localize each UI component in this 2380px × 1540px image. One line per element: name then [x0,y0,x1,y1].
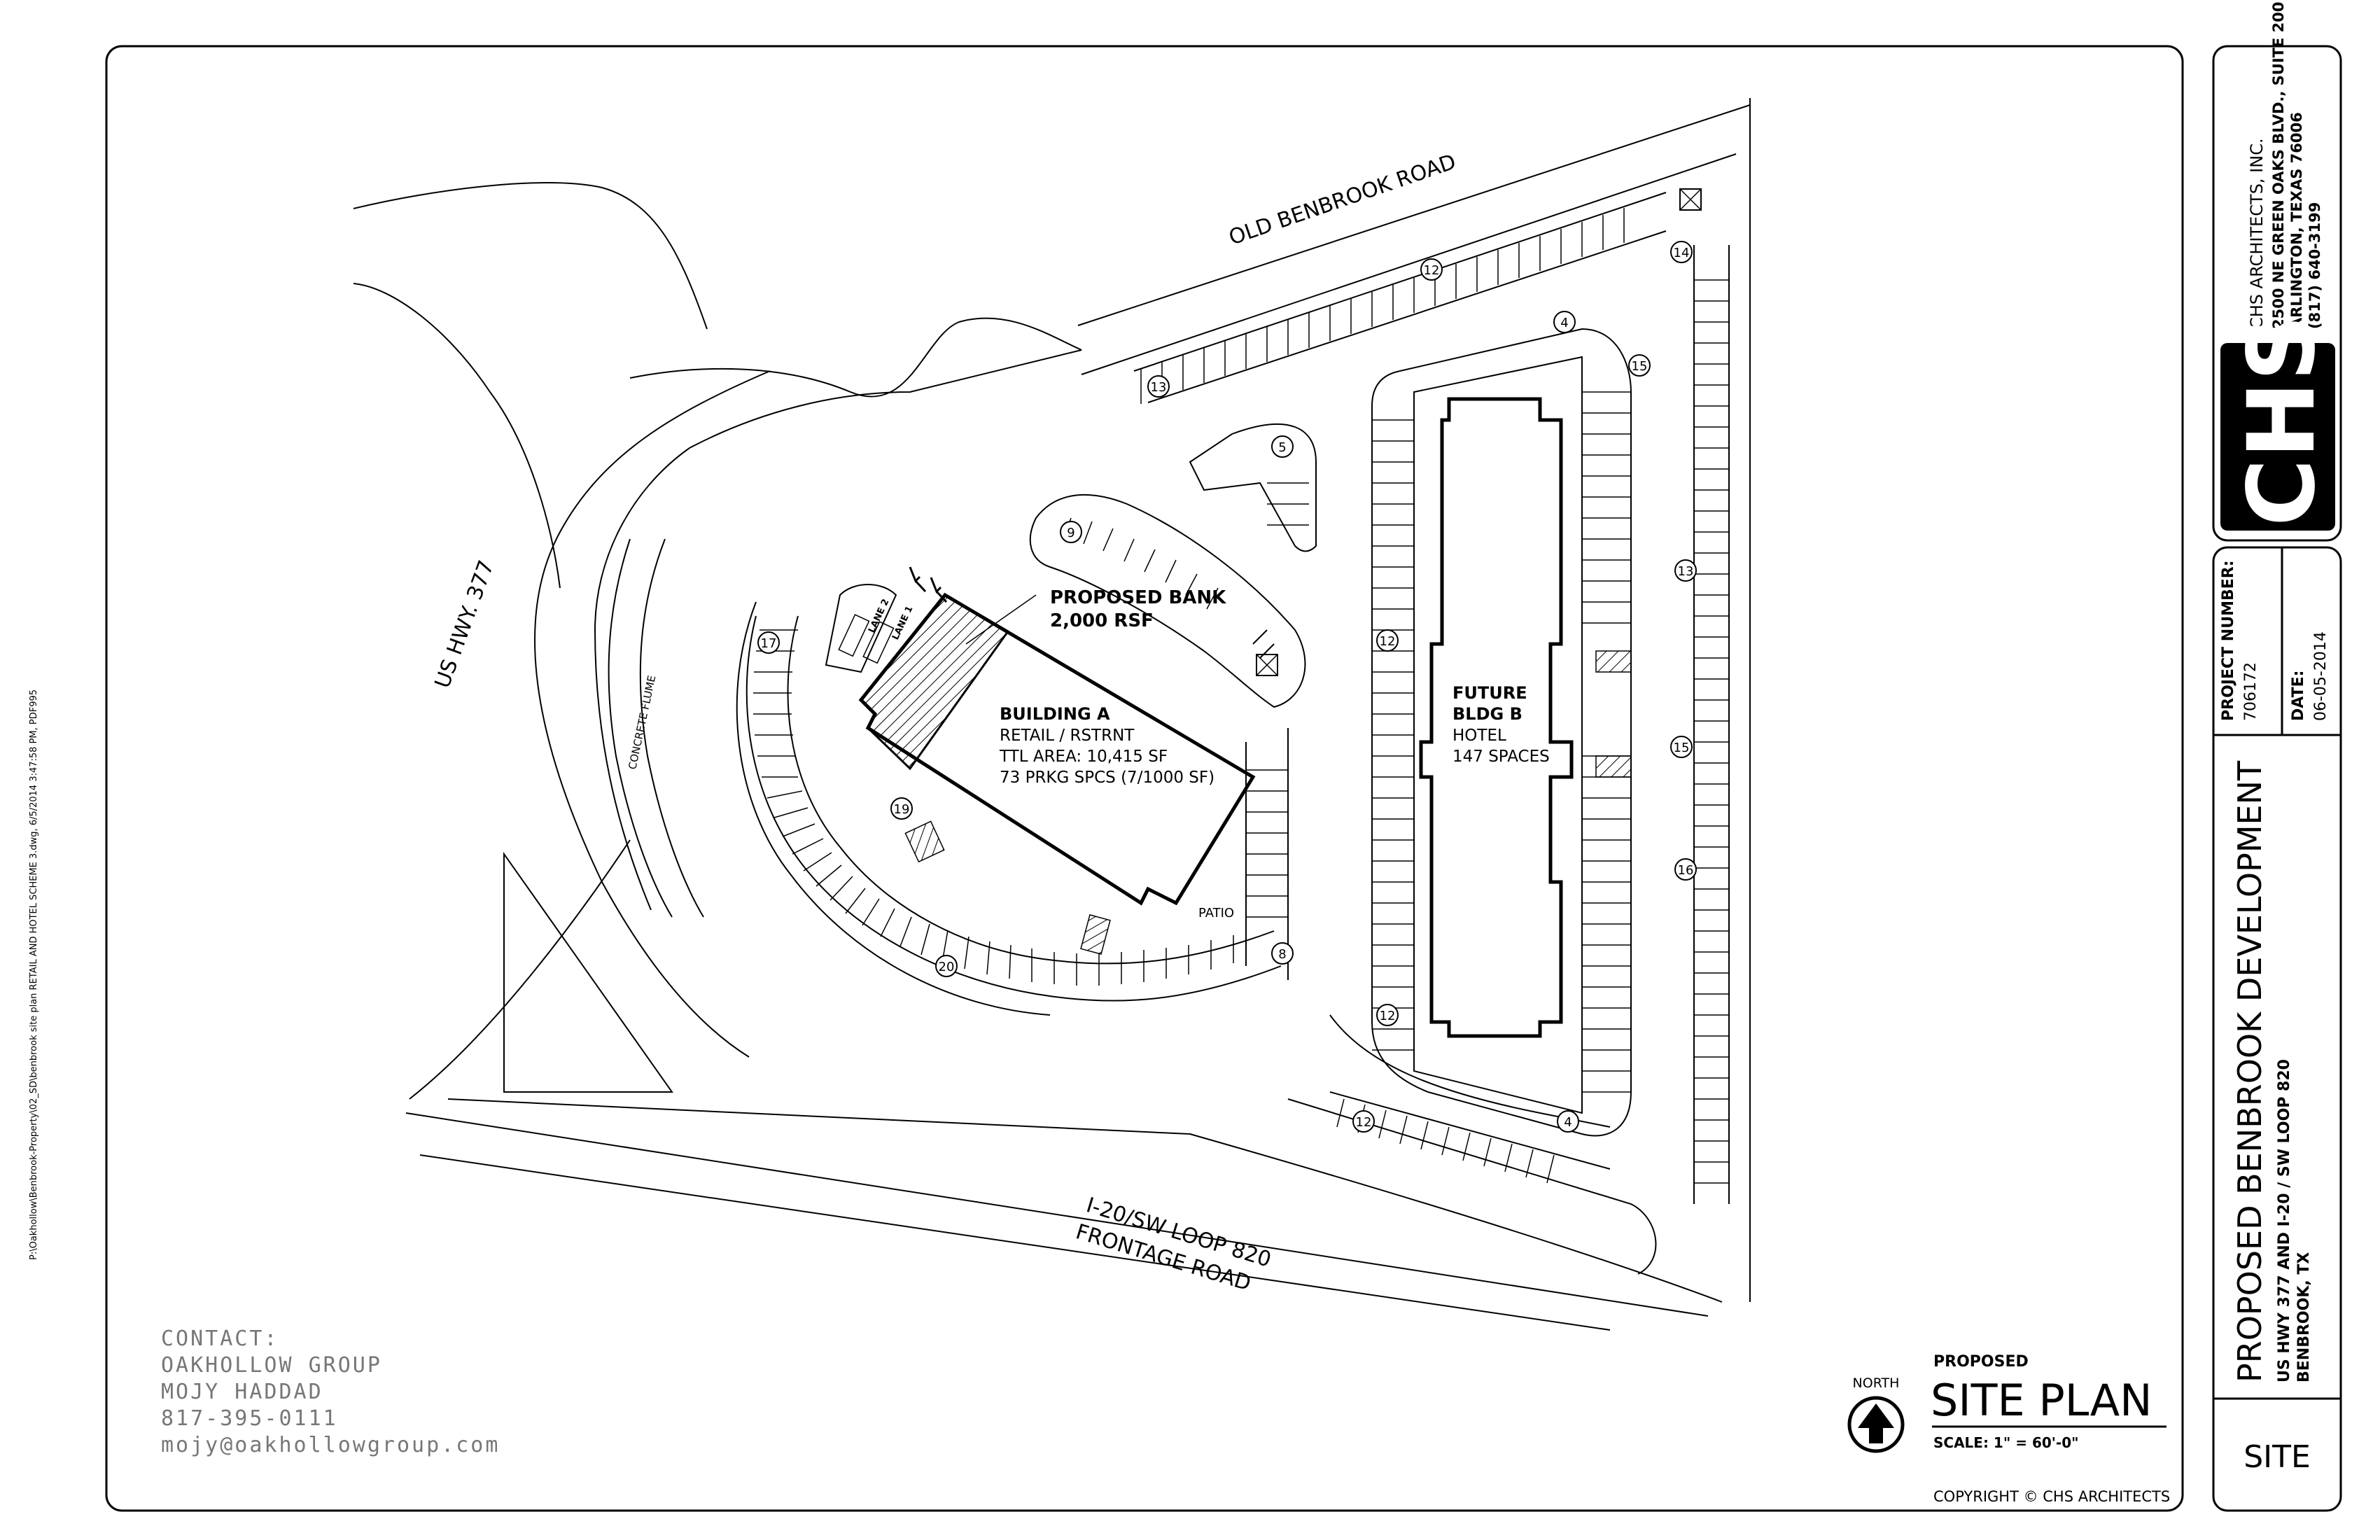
copyright-text: COPYRIGHT © CHS ARCHITECTS [1933,1488,2170,1505]
building-b-spaces: 147 SPACES [1452,748,1550,766]
bank-label: PROPOSED BANK [1050,587,1226,608]
stall-count: 12 [1356,1115,1372,1130]
firm-address-1: 2500 NE GREEN OAKS BLVD., SUITE 200 [2270,2,2287,329]
project-number-label: PROJECT NUMBER: [2220,561,2237,722]
old-benbrook-road-label: OLD BENBROOK ROAD [1226,150,1459,251]
contact-person: MOJY HADDAD [161,1380,323,1404]
firm-address-2: ARLINGTON, TEXAS 76006 [2288,112,2305,329]
building-b-line2: BLDG B [1452,704,1522,724]
concrete-flume-label: CONCRETE FLUME [626,674,658,771]
north-arrow: NORTH [1847,1376,1905,1453]
project-location-1: US HWY 377 AND I-20 / SW LOOP 820 [2276,1059,2293,1382]
firm-phone: (817) 640-3199 [2306,202,2323,329]
north-arrow-icon [1847,1396,1905,1453]
chs-logo-text: CHS [2228,315,2336,526]
building-b-line1: FUTURE [1452,683,1527,703]
project-location-2: BENBROOK, TX [2295,1252,2313,1382]
sheet-id: SITE [2244,1439,2311,1475]
plan-title: SITE PLAN [1931,1375,2152,1426]
stall-count: 12 [1424,263,1440,278]
patio-label: PATIO [1198,906,1234,920]
title-block-frame [2212,546,2342,1512]
site-drawing [353,98,1751,1331]
stall-count: 4 [1564,1115,1572,1130]
stall-count: 19 [894,802,910,817]
firm-name: CHS ARCHITECTS, INC. [2247,138,2267,329]
stall-count: 12 [1380,634,1396,649]
contact-block: CONTACT: OAKHOLLOW GROUP MOJY HADDAD 817… [161,1326,500,1457]
contact-email: mojy@oakhollowgroup.com [161,1433,500,1457]
stall-count: 17 [761,636,777,651]
building-b-use: HOTEL [1452,727,1506,745]
drawing-frame [105,45,2184,1512]
building-a-area: TTL AREA: 10,415 SF [999,748,1168,766]
stall-count: 9 [1067,526,1074,540]
contact-company: OAKHOLLOW GROUP [161,1353,382,1378]
stall-count: 14 [1674,246,1690,260]
plot-path-text: P:\Oakhollow\Benbrook-Property\02_SD\ben… [29,690,39,1260]
stall-count: 8 [1278,947,1286,962]
contact-phone: 817-395-0111 [161,1406,338,1431]
plan-proposed-label: PROPOSED [1933,1353,2029,1371]
stall-count: 13 [1678,564,1694,579]
stall-count: 12 [1380,1009,1396,1023]
stall-count: 13 [1151,380,1167,395]
chs-logo [2220,343,2335,531]
stall-count: 4 [1560,316,1568,330]
building-a-name: BUILDING A [1000,704,1110,724]
date-value: 06-05-2014 [2312,631,2330,721]
date-label: DATE: [2290,671,2307,721]
stall-count: 5 [1278,440,1286,455]
bank-area: 2,000 RSF [1050,610,1154,631]
stall-count: 16 [1678,863,1694,878]
north-label: NORTH [1853,1376,1900,1391]
stall-count: 15 [1632,359,1648,374]
building-a-parking: 73 PRKG SPCS (7/1000 SF) [1000,769,1214,787]
stall-count: 20 [939,960,955,974]
project-number: 706172 [2242,662,2260,721]
building-a-use: RETAIL / RSTRNT [1000,727,1135,745]
title-block-top-frame [2212,45,2342,542]
contact-heading: CONTACT: [161,1326,279,1351]
project-title: PROPOSED BENBROOK DEVELOPMENT [2231,760,2269,1382]
stall-count: 15 [1674,741,1690,755]
lane-2-label: LANE 2 [867,598,891,635]
plan-scale: SCALE: 1" = 60'-0" [1933,1434,2079,1451]
us-hwy-377-label: US HWY. 377 [430,557,499,692]
